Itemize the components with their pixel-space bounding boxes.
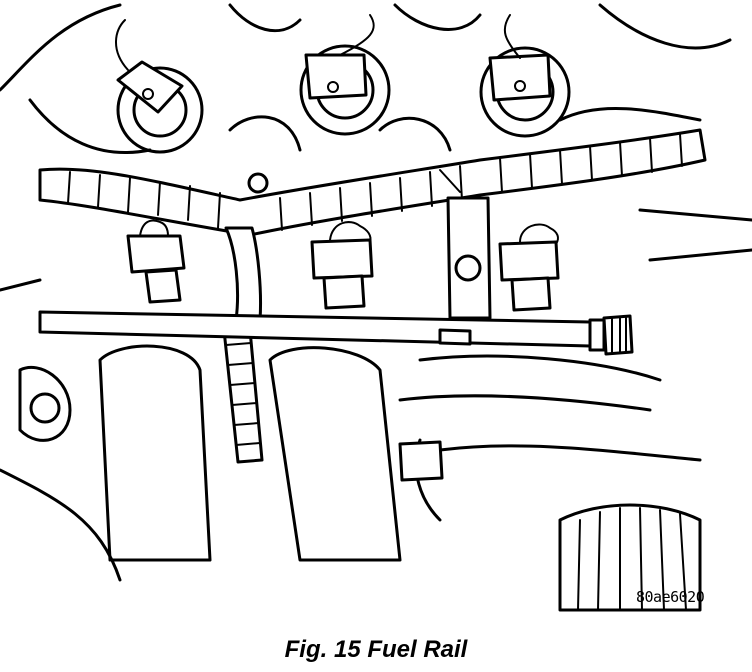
fuel-injectors xyxy=(126,219,560,312)
intake-manifold xyxy=(0,344,702,612)
fuel-rail xyxy=(38,310,634,356)
figure-code: 80ae6020 xyxy=(636,588,705,606)
wiring-harness xyxy=(38,128,707,464)
figure-caption: Fig. 15 Fuel Rail xyxy=(284,636,468,663)
spark-plug-boots xyxy=(115,14,571,154)
engine-background xyxy=(0,3,752,292)
